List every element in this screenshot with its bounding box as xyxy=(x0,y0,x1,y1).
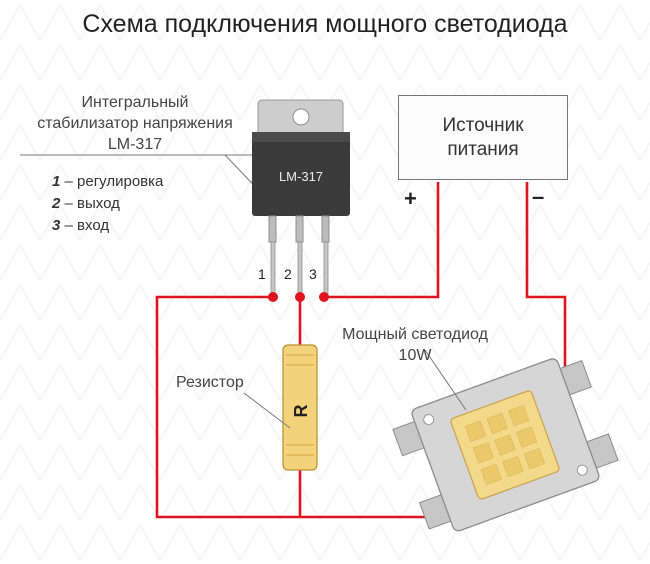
regulator-body xyxy=(252,132,350,216)
diagram-title: Схема подключения мощного светодиода xyxy=(82,10,568,38)
wire-adjust-left-rail xyxy=(155,295,300,519)
pin-number-1: 1 xyxy=(258,266,266,282)
regulator-marking: LM-317 xyxy=(279,169,323,184)
led-leader-line xyxy=(424,349,467,411)
power-supply-line1: Источник xyxy=(442,114,524,136)
led-caption: Мощный светодиод 10W xyxy=(325,324,505,366)
resistor: R xyxy=(282,344,318,471)
regulator-lead-3 xyxy=(321,215,330,243)
regulator-tab-hole xyxy=(292,108,310,126)
resistor-leader-line xyxy=(243,392,291,429)
pin-legend-text: – выход xyxy=(60,195,120,212)
pin-number-3: 3 xyxy=(309,266,317,282)
pin-legend-1: 1 – регулировка xyxy=(52,173,163,190)
led-caption-line1: Мощный светодиод xyxy=(342,326,488,343)
pin-legend-num: 3 xyxy=(52,217,61,234)
led-module xyxy=(392,358,619,532)
regulator-caption-line3: LM-317 xyxy=(107,136,163,153)
power-supply-box: Источник питания xyxy=(398,95,568,180)
resistor-marking: R xyxy=(291,405,311,418)
regulator-caption-line2: стабилизатор напряжения xyxy=(37,115,233,132)
resistor-caption: Резистор xyxy=(176,374,244,391)
regulator-caption: Интегральный стабилизатор напряжения LM-… xyxy=(10,92,260,155)
led-caption-line2: 10W xyxy=(398,347,432,364)
resistor-body xyxy=(282,344,318,471)
junction-pin2 xyxy=(295,292,305,302)
wire-minus-to-led xyxy=(525,182,567,378)
power-supply-line2: питания xyxy=(447,138,519,160)
regulator-caption-line1: Интегральный xyxy=(81,94,189,111)
pin-legend-num: 2 xyxy=(52,195,61,212)
pin-legend-text: – вход xyxy=(60,217,110,234)
pin-legend-num: 1 xyxy=(52,173,61,190)
pin-legend-text: – регулировка xyxy=(60,173,164,190)
wire-input-plus xyxy=(324,182,440,299)
regulator-lead-1 xyxy=(268,215,277,243)
pin-number-2: 2 xyxy=(284,266,292,282)
pin-legend-2: 2 – выход xyxy=(52,195,120,212)
lm317-package: LM-317 xyxy=(252,99,350,298)
pin-legend-3: 3 – вход xyxy=(52,217,109,234)
wires xyxy=(155,182,567,519)
junction-pin1 xyxy=(268,292,278,302)
junction-pin3 xyxy=(319,292,329,302)
regulator-lead-2 xyxy=(295,215,304,243)
minus-terminal-label: – xyxy=(532,184,545,209)
plus-terminal-label: + xyxy=(404,186,417,211)
